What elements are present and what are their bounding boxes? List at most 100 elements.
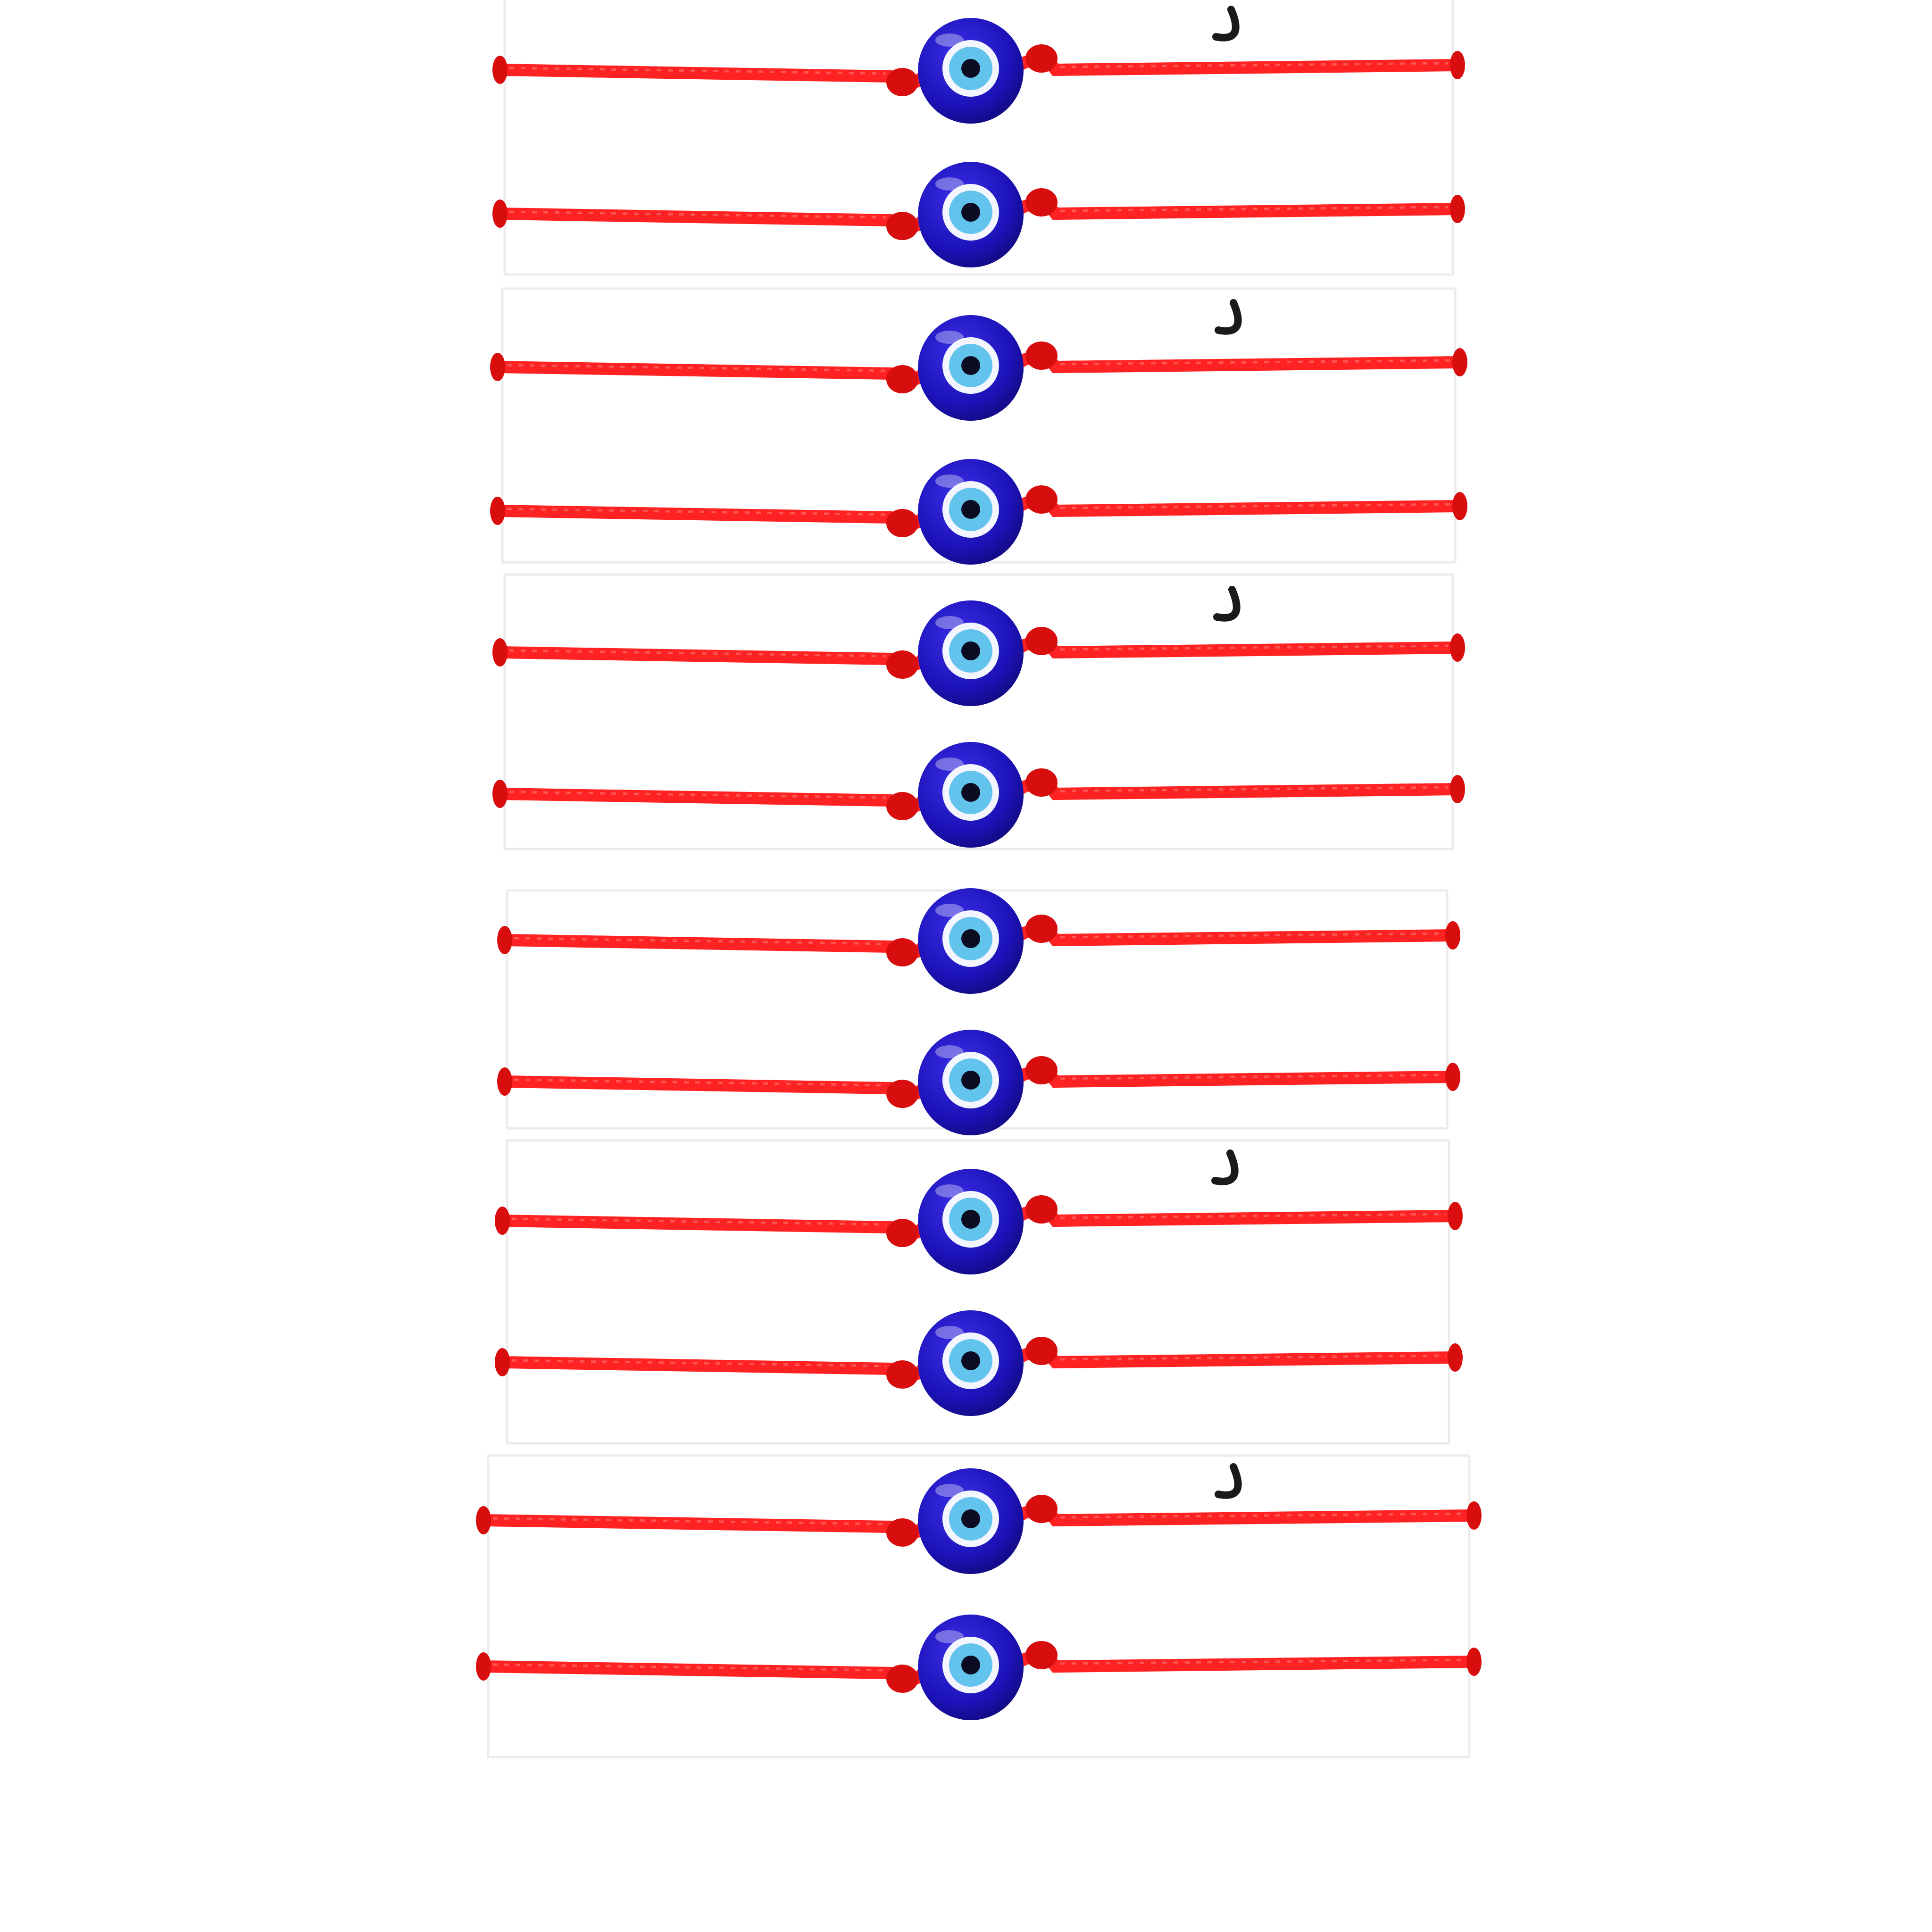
cord-end-right xyxy=(1450,195,1465,223)
card-print-mark-icon xyxy=(1215,299,1242,335)
cord-texture xyxy=(514,937,886,945)
bead-pupil xyxy=(961,1210,980,1229)
bead-gloss xyxy=(935,1184,964,1198)
knot-icon xyxy=(1025,768,1058,797)
cord-end-right xyxy=(1450,51,1465,79)
bead-gloss xyxy=(935,475,964,488)
evil-eye-bead-icon xyxy=(918,1310,1024,1416)
bead-pupil xyxy=(961,203,980,222)
bracelet-1 xyxy=(492,18,1465,124)
knot-icon xyxy=(1025,188,1058,217)
knot-icon xyxy=(1025,1641,1058,1669)
cord-end-left xyxy=(490,353,505,381)
cord-end-right xyxy=(1450,775,1465,803)
evil-eye-bead-icon xyxy=(918,600,1024,706)
evil-eye-bead-icon xyxy=(918,742,1024,848)
bead-pupil xyxy=(961,1071,980,1090)
knot-icon xyxy=(886,68,918,96)
knot-icon xyxy=(1025,341,1058,370)
knot-icon xyxy=(1025,1195,1058,1224)
bead-gloss xyxy=(935,1630,964,1643)
cord-texture xyxy=(514,1078,886,1087)
cord-end-left xyxy=(492,638,508,666)
bead-pupil xyxy=(961,641,980,660)
bracelet-6 xyxy=(492,742,1465,848)
cord-end-right xyxy=(1452,492,1467,520)
bead-pupil xyxy=(961,1656,980,1674)
cord-texture xyxy=(1060,644,1449,651)
cord-end-right xyxy=(1466,1501,1482,1530)
knot-icon xyxy=(886,1080,918,1108)
bead-gloss xyxy=(935,616,964,629)
bead-gloss xyxy=(935,1326,964,1339)
cord-texture xyxy=(1060,786,1449,792)
cord-end-left xyxy=(497,926,512,954)
bracelet-4 xyxy=(490,459,1467,565)
evil-eye-bead-icon xyxy=(918,162,1024,267)
bead-gloss xyxy=(935,1484,964,1497)
bead-pupil xyxy=(961,356,980,375)
knot-icon xyxy=(886,1518,918,1547)
bead-gloss xyxy=(935,331,964,344)
knot-icon xyxy=(1025,1337,1058,1365)
cord-end-right xyxy=(1452,348,1467,376)
cord-texture xyxy=(1060,1354,1446,1361)
knot-icon xyxy=(886,1665,918,1693)
bead-gloss xyxy=(935,904,964,917)
knot-icon xyxy=(886,509,918,537)
bracelet-7 xyxy=(497,888,1460,994)
bracelet-5 xyxy=(492,600,1465,706)
bead-gloss xyxy=(935,758,964,771)
knot-icon xyxy=(1025,915,1058,943)
cord-end-right xyxy=(1445,921,1460,949)
knot-icon xyxy=(886,1219,918,1247)
cord-texture xyxy=(1060,1074,1444,1080)
evil-eye-bead-icon xyxy=(918,315,1024,421)
cord-end-left xyxy=(476,1506,491,1534)
evil-eye-bead-icon xyxy=(918,18,1024,124)
knot-icon xyxy=(886,792,918,820)
evil-eye-bead-icon xyxy=(918,1468,1024,1574)
bracelet-3 xyxy=(490,315,1467,421)
knot-icon xyxy=(886,365,918,393)
cord-end-right xyxy=(1448,1343,1463,1372)
knot-icon xyxy=(886,212,918,240)
bracelet-9 xyxy=(495,1169,1463,1274)
cord-end-left xyxy=(492,56,508,84)
cord-texture xyxy=(492,1517,886,1525)
knot-icon xyxy=(1025,44,1058,73)
cord-end-right xyxy=(1450,633,1465,662)
cord-end-left xyxy=(495,1348,510,1376)
cord-texture xyxy=(1060,932,1444,939)
knot-icon xyxy=(1025,627,1058,655)
bead-pupil xyxy=(961,59,980,78)
cord-texture xyxy=(1060,62,1449,68)
bracelet-11 xyxy=(476,1468,1482,1574)
card-print-mark-icon xyxy=(1213,586,1241,622)
cord-texture xyxy=(1060,359,1451,366)
knot-icon xyxy=(886,650,918,679)
knot-icon xyxy=(886,938,918,966)
cord-end-left xyxy=(492,200,508,228)
bracelet-10 xyxy=(495,1310,1463,1416)
cord-texture xyxy=(1060,503,1451,509)
cord-end-right xyxy=(1448,1202,1463,1230)
evil-eye-bead-icon xyxy=(918,1030,1024,1135)
evil-eye-bead-icon xyxy=(918,1169,1024,1274)
bracelet-2 xyxy=(492,162,1465,267)
cord-end-right xyxy=(1445,1063,1460,1091)
bracelet-12 xyxy=(476,1615,1482,1720)
cord-end-left xyxy=(495,1207,510,1235)
bead-gloss xyxy=(935,33,964,47)
cord-texture xyxy=(492,1663,886,1672)
bead-pupil xyxy=(961,1351,980,1370)
evil-eye-bead-icon xyxy=(918,1615,1024,1720)
cord-end-left xyxy=(490,497,505,525)
cord-texture xyxy=(1060,1213,1446,1219)
bead-pupil xyxy=(961,1509,980,1528)
card-print-mark-icon xyxy=(1215,1463,1242,1499)
knot-icon xyxy=(886,1360,918,1389)
evil-eye-bead-icon xyxy=(918,459,1024,565)
